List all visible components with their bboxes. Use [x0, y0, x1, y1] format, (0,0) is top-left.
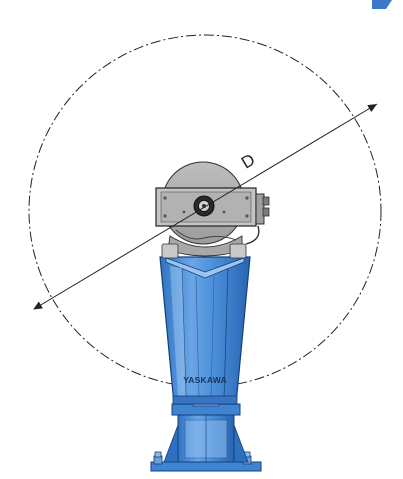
positioner-head [155, 161, 270, 259]
dimension-arrow-d [33, 103, 378, 310]
pedestal-base [150, 398, 262, 472]
corner-tab-icon [372, 0, 392, 9]
brand-logo: YASKAWA [183, 375, 227, 385]
dimension-label: D [238, 150, 258, 173]
